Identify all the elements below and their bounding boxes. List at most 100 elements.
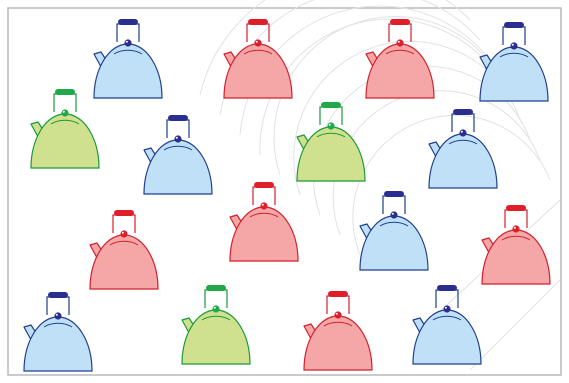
picture-frame	[7, 7, 562, 376]
kettle-handle-grip	[118, 19, 138, 25]
kettle-knob-shine	[397, 40, 400, 43]
kettle-body	[481, 229, 551, 285]
kettle-knob	[174, 135, 182, 143]
kettle-body	[181, 309, 251, 365]
kettle-handle-grip	[114, 210, 134, 216]
kettle-knob	[260, 202, 268, 210]
kettle-knob-shine	[513, 226, 516, 229]
kettle-blue	[428, 109, 498, 189]
kettle-body	[412, 309, 482, 365]
kettle-knob-shine	[335, 312, 338, 315]
kettle-handle-grip	[506, 205, 526, 211]
kettle-knob	[510, 42, 518, 50]
kettle-knob	[120, 230, 128, 238]
kettle-blue	[359, 191, 429, 271]
kettle-knob	[61, 109, 69, 117]
kettle-knob	[334, 311, 342, 319]
kettle-handle	[53, 93, 77, 112]
kettle-red	[303, 291, 373, 371]
kettle-body	[479, 46, 549, 102]
kettle-handle	[252, 186, 276, 205]
kettle-red	[89, 210, 159, 290]
kettle-handle	[502, 26, 526, 45]
kettle-green	[30, 89, 100, 169]
kettle-handle	[382, 195, 406, 214]
kettle-knob	[512, 225, 520, 233]
kettle-knob	[254, 39, 262, 47]
kettle-lid	[385, 49, 415, 55]
kettle-handle	[112, 214, 136, 233]
kettle-lid	[43, 322, 73, 328]
kettle-body	[296, 126, 366, 182]
kettle-knob	[124, 39, 132, 47]
kettle-handle-grip	[168, 115, 188, 121]
kettle-body	[93, 43, 163, 99]
kettle-handle	[388, 23, 412, 42]
kettle-handle-grip	[321, 102, 341, 108]
kettle-knob-shine	[125, 40, 128, 43]
kettle-lid	[50, 119, 80, 125]
kettle-body	[229, 206, 299, 262]
kettle-handle	[166, 119, 190, 138]
kettle-body	[23, 316, 93, 372]
kettle-handle-grip	[390, 19, 410, 25]
kettle-handle	[46, 296, 70, 315]
kettle-knob-shine	[391, 212, 394, 215]
kettle-handle-grip	[254, 182, 274, 188]
kettle-red	[223, 19, 293, 99]
kettle-lid	[163, 145, 193, 151]
kettle-blue	[93, 19, 163, 99]
kettle-body	[143, 139, 213, 195]
kettle-lid	[448, 139, 478, 145]
kettle-handle	[319, 106, 343, 125]
kettle-lid	[323, 321, 353, 327]
kettle-knob-shine	[460, 130, 463, 133]
kettle-knob-shine	[511, 43, 514, 46]
kettle-lid	[109, 240, 139, 246]
kettle-knob-shine	[261, 203, 264, 206]
kettle-knob-shine	[175, 136, 178, 139]
kettle-knob	[327, 122, 335, 130]
kettle-red	[481, 205, 551, 285]
kettle-knob	[443, 305, 451, 313]
kettle-handle-grip	[206, 285, 226, 291]
kettle-red	[229, 182, 299, 262]
kettle-knob-shine	[255, 40, 258, 43]
kettle-lid	[249, 212, 279, 218]
kettle-green	[296, 102, 366, 182]
kettle-red	[365, 19, 435, 99]
kettle-handle	[504, 209, 528, 228]
kettle-handle-grip	[328, 291, 348, 297]
kettle-knob-shine	[444, 306, 447, 309]
kettle-body	[428, 133, 498, 189]
kettle-body	[359, 215, 429, 271]
kettles-layer	[23, 19, 551, 372]
kettle-knob-shine	[213, 306, 216, 309]
kettle-body	[303, 315, 373, 371]
kettle-blue	[479, 22, 549, 102]
kettle-lid	[501, 235, 531, 241]
kettle-handle	[246, 23, 270, 42]
kettle-handle-grip	[504, 22, 524, 28]
kettle-knob	[212, 305, 220, 313]
kettle-knob-shine	[328, 123, 331, 126]
kettle-knob-shine	[55, 313, 58, 316]
kettle-handle	[204, 289, 228, 308]
kettle-green	[181, 285, 251, 365]
kettle-lid	[432, 315, 462, 321]
kettle-blue	[143, 115, 213, 195]
kettle-blue	[412, 285, 482, 365]
kettle-handle-grip	[437, 285, 457, 291]
kettle-handle-grip	[48, 292, 68, 298]
kettle-body	[89, 234, 159, 290]
kettle-handle-grip	[55, 89, 75, 95]
kettle-lid	[499, 52, 529, 58]
kettle-handle	[326, 295, 350, 314]
kettle-knob-shine	[62, 110, 65, 113]
kettle-knob	[390, 211, 398, 219]
kettle-body	[365, 43, 435, 99]
kettle-lid	[243, 49, 273, 55]
kettle-knob	[54, 312, 62, 320]
